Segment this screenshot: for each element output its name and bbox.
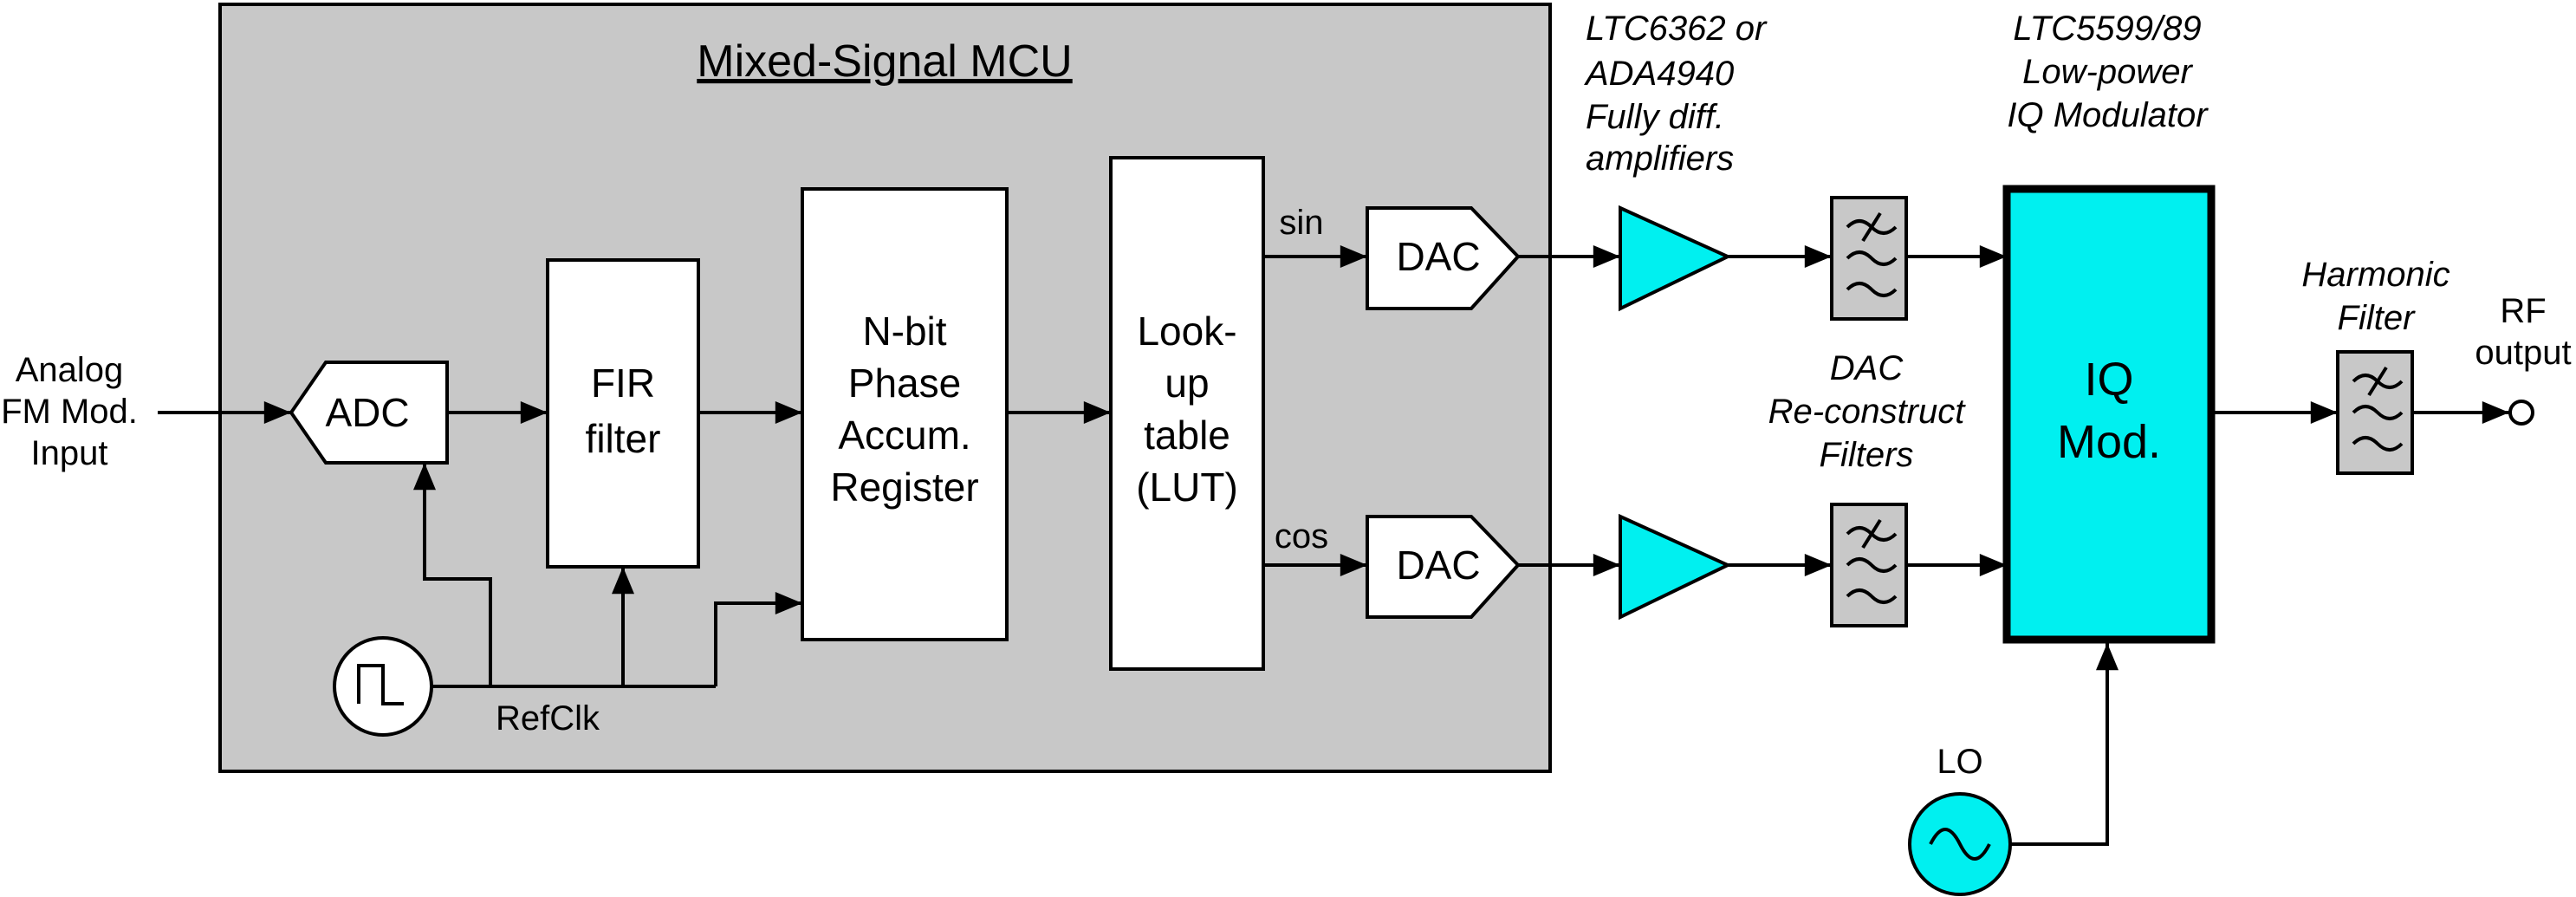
analog-input-label: Analog FM Mod. Input	[1, 351, 138, 472]
mcu-title: Mixed-Signal MCU	[697, 36, 1072, 87]
phase-accumulator-block: N-bit Phase Accum. Register	[801, 187, 1009, 641]
svg-text:Low-power: Low-power	[2022, 53, 2193, 91]
refclk-label: RefClk	[496, 699, 600, 738]
svg-text:LTC5599/89: LTC5599/89	[2013, 10, 2201, 48]
amplifiers-note: LTC6362 or ADA4940 Fully diff. amplifier…	[1584, 10, 1768, 178]
svg-text:table: table	[1144, 413, 1230, 458]
svg-text:FM Mod.: FM Mod.	[1, 393, 138, 431]
lut-block: Look- up table (LUT)	[1109, 156, 1265, 671]
amplifier-top	[1619, 205, 1732, 312]
svg-text:Register: Register	[830, 465, 978, 510]
lo-oscillator	[1908, 792, 2012, 896]
svg-text:Analog: Analog	[16, 351, 124, 389]
harmonic-filter-note: Harmonic Filter	[2301, 256, 2449, 337]
svg-text:Mod.: Mod.	[2057, 416, 2161, 468]
svg-text:Filters: Filters	[1820, 436, 1914, 474]
svg-text:Accum.: Accum.	[838, 413, 970, 458]
svg-text:ADC: ADC	[325, 390, 409, 435]
recon-filter-bottom	[1830, 503, 1908, 627]
refclk-oscillator	[333, 636, 433, 737]
svg-text:Phase: Phase	[848, 361, 961, 406]
svg-text:Re-construct: Re-construct	[1768, 393, 1967, 431]
sin-label: sin	[1279, 204, 1323, 242]
lowpass-filter-icon	[1846, 211, 1898, 297]
cos-label: cos	[1275, 517, 1328, 556]
svg-text:amplifiers: amplifiers	[1586, 140, 1734, 178]
svg-text:ADA4940: ADA4940	[1584, 55, 1734, 93]
fir-filter-block: FIR filter	[546, 258, 700, 569]
adc-block: ADC	[289, 361, 449, 465]
lowpass-filter-icon	[1846, 518, 1898, 604]
svg-text:IQ Modulator: IQ Modulator	[2007, 96, 2209, 134]
iq-modulator-block: IQ Mod.	[2002, 185, 2216, 644]
svg-text:LTC6362 or: LTC6362 or	[1586, 10, 1768, 48]
recon-filters-note: DAC Re-construct Filters	[1768, 349, 1967, 474]
amplifier-bottom	[1619, 513, 1732, 621]
svg-text:DAC: DAC	[1396, 543, 1480, 588]
svg-text:DAC: DAC	[1830, 349, 1904, 387]
svg-text:filter: filter	[586, 416, 661, 461]
lowpass-filter-icon	[2352, 366, 2404, 452]
svg-text:Input: Input	[31, 434, 108, 472]
sine-wave-icon	[1929, 828, 1991, 861]
dac-top-block: DAC	[1366, 206, 1521, 310]
svg-text:Look-: Look-	[1137, 309, 1236, 354]
dac-bottom-block: DAC	[1366, 515, 1521, 619]
svg-text:FIR: FIR	[591, 361, 655, 406]
svg-text:output: output	[2475, 334, 2571, 372]
rf-output-terminal	[2508, 400, 2534, 426]
iq-modulator-note: LTC5599/89 Low-power IQ Modulator	[2007, 10, 2209, 134]
square-wave-icon	[357, 664, 404, 705]
svg-text:Fully diff.: Fully diff.	[1586, 98, 1724, 136]
recon-filter-top	[1830, 196, 1908, 321]
svg-text:Filter: Filter	[2338, 299, 2417, 337]
svg-text:up: up	[1165, 361, 1209, 406]
lo-label: LO	[1937, 743, 1982, 781]
svg-text:N-bit: N-bit	[862, 309, 946, 354]
svg-text:RF: RF	[2500, 292, 2546, 330]
svg-text:DAC: DAC	[1396, 234, 1480, 279]
svg-text:IQ: IQ	[2084, 354, 2133, 406]
rf-output-label: RF output	[2475, 292, 2571, 372]
harmonic-filter	[2336, 350, 2414, 475]
svg-text:(LUT): (LUT)	[1136, 465, 1238, 510]
svg-text:Harmonic: Harmonic	[2301, 256, 2449, 294]
